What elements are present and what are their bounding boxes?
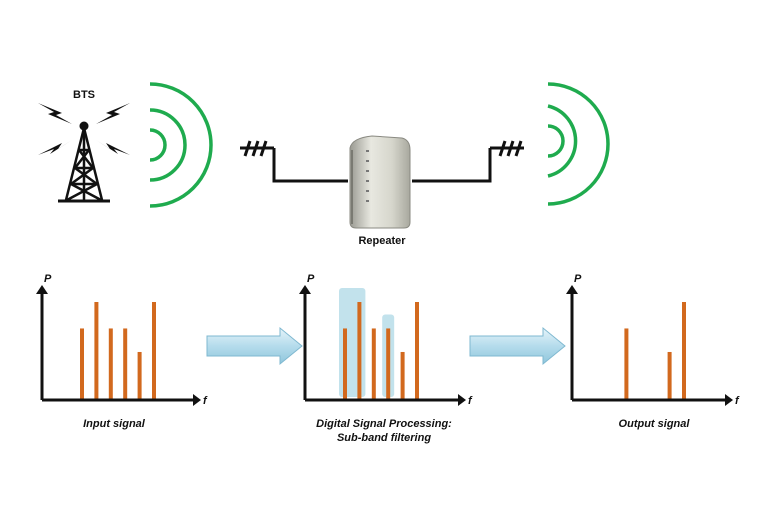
bts-label: BTS	[73, 89, 95, 101]
spectrum-bar	[137, 351, 142, 400]
spectrum-bar	[386, 328, 391, 400]
chart-caption: Input signal	[83, 418, 146, 430]
x-axis-label: f	[468, 395, 473, 407]
chart-caption: Sub-band filtering	[337, 432, 431, 444]
subband-filter-1	[339, 288, 366, 397]
left-signal-wave-icon	[149, 82, 213, 208]
spectrum-bar	[624, 328, 629, 400]
right-signal-wave-icon	[547, 82, 610, 206]
bts-tower-icon	[38, 103, 130, 203]
repeater-device-icon	[349, 135, 411, 229]
y-axis-label: P	[44, 273, 52, 285]
spectrum-bar	[94, 302, 99, 400]
y-axis-label: P	[307, 273, 315, 285]
spectrum-bar	[108, 328, 113, 400]
x-axis-arrow	[193, 394, 201, 406]
y-axis-label: P	[574, 273, 582, 285]
spectrum-bar	[343, 328, 347, 400]
repeater-label: Repeater	[358, 235, 406, 247]
spectrum-bar	[123, 328, 128, 400]
right-antenna-icon	[490, 140, 524, 157]
chart-caption: Output signal	[619, 418, 691, 430]
feeder-cable	[272, 148, 348, 183]
spectrum-bar	[357, 302, 362, 400]
process-arrow-icon	[469, 326, 566, 366]
spectrum-bar	[682, 302, 686, 400]
x-axis-arrow	[725, 394, 733, 406]
spectrum-bar	[667, 351, 672, 400]
feeder-cable	[412, 148, 492, 183]
spectrum-bar	[152, 302, 156, 400]
x-axis-label: f	[203, 395, 208, 407]
spectrum-bar	[371, 328, 376, 400]
y-axis-arrow	[566, 285, 578, 294]
x-axis-arrow	[458, 394, 466, 406]
spectrum-bar	[415, 302, 419, 400]
left-antenna-icon	[240, 140, 274, 157]
y-axis-arrow	[299, 285, 311, 294]
x-axis-label: f	[735, 395, 740, 407]
spectrum-bar	[80, 328, 84, 400]
y-axis-arrow	[36, 285, 48, 294]
process-arrow-icon	[206, 326, 303, 366]
chart-caption: Digital Signal Processing:	[316, 418, 452, 430]
spectrum-bar	[400, 351, 405, 400]
